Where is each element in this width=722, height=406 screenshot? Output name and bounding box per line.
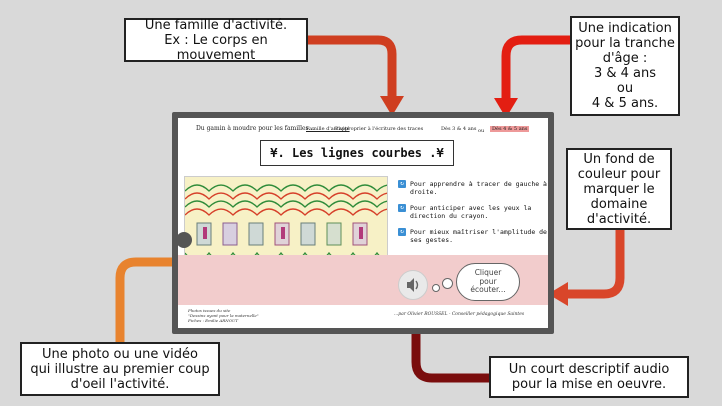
list-item: ↻ Pour anticiper avec les yeux la direct… (398, 204, 548, 220)
arrow-age-head (494, 98, 518, 118)
credit-line: Photos issues du site (188, 308, 231, 313)
refresh-icon: ↻ (398, 228, 406, 236)
thought-bubble-dot (442, 278, 453, 289)
callout-text: Ex : Le corps en mouvement (164, 32, 268, 63)
cloud-text: Cliquer (474, 268, 502, 277)
cloud-text: pour (479, 276, 497, 286)
callout-color: Un fond de couleur pour marquer le domai… (566, 148, 672, 230)
arrow-family-head (380, 96, 404, 116)
activity-title: ¥. Les lignes courbes .¥ (260, 140, 454, 166)
credit-line: "Dessins ayant pour la maternelle" (188, 313, 259, 318)
credit-line: Fiches : Emilie ARNOUT (188, 318, 239, 323)
callout-text: pour la mise en oeuvre. (511, 377, 667, 392)
arrow-family (308, 35, 397, 98)
callout-text: 3 & 4 ans (593, 66, 657, 81)
callout-text: couleur pour (577, 166, 661, 182)
callout-text: Une indication (578, 21, 672, 36)
list-item: ↻ Pour apprendre à tracer de gauche à dr… (398, 180, 548, 196)
cloud-text: écouter... (470, 285, 506, 294)
list-item: ↻ Pour mieux maîtriser l'amplitude de se… (398, 228, 548, 244)
refresh-icon: ↻ (398, 204, 406, 212)
refresh-icon: ↻ (398, 180, 406, 188)
arrow-age (501, 35, 572, 100)
age-4-5-label[interactable]: Dès 4 & 5 ans (490, 126, 530, 132)
callout-text: d'âge : (602, 51, 648, 66)
objective-text: Pour anticiper avec les yeux la directio… (410, 204, 532, 220)
photo-credits: Photos issues du site "Dessins ayant pou… (188, 308, 259, 323)
top-bar: Du gamin à moudre pour les familles... F… (178, 122, 548, 136)
objective-text: Pour apprendre à tracer de gauche à droi… (410, 180, 547, 196)
callout-age: Une indication pour la tranche d'âge : 3… (570, 16, 680, 116)
callout-text: domaine (590, 196, 648, 212)
callout-family: Une famille d'activité. Ex : Le corps en… (124, 17, 308, 63)
audio-play-button[interactable] (398, 270, 428, 300)
callout-text: 4 & 5 ans. (591, 96, 659, 111)
domain-label: S'approprier à l'écriture des traces (334, 126, 424, 132)
arrow-color (566, 230, 625, 299)
carousel-handle[interactable] (176, 232, 192, 248)
activity-card: Du gamin à moudre pour les familles... F… (178, 118, 548, 328)
age-3-4-label[interactable]: Dès 3 & 4 ans (441, 126, 477, 132)
thought-bubble-dot (432, 284, 440, 292)
callout-audio: Un court descriptif audio pour la mise e… (489, 356, 689, 398)
callout-text: qui illustre au premier coup (30, 361, 210, 377)
callout-text: Un court descriptif audio (508, 362, 670, 377)
callout-text: pour la tranche (575, 36, 675, 51)
author-credit: ...par Olivier ROUSSEL - Conseiller péda… (394, 312, 525, 317)
arrow-photo (115, 257, 176, 342)
arrow-color-head (548, 282, 568, 306)
arrow-audio (411, 318, 489, 383)
callout-text: marquer le (583, 181, 655, 197)
objectives-list: ↻ Pour apprendre à tracer de gauche à dr… (398, 180, 548, 252)
age-separator: ou (478, 128, 485, 134)
callout-text: d'activité. (586, 211, 652, 227)
callout-text: ou (616, 81, 634, 96)
callout-photo: Une photo ou une vidéo qui illustre au p… (20, 342, 220, 396)
callout-text: Un fond de (583, 151, 655, 167)
listen-cloud[interactable]: Cliquer pour écouter... (456, 263, 520, 301)
callout-text: Une famille d'activité. (144, 17, 288, 33)
site-title[interactable]: Du gamin à moudre pour les familles... (196, 125, 315, 132)
objective-text: Pour mieux maîtriser l'amplitude de ses … (410, 228, 547, 244)
family-link[interactable]: Famille d'activité (306, 126, 350, 132)
speaker-icon (407, 278, 419, 292)
callout-text: d'oeil l'activité. (70, 376, 170, 392)
callout-text: Une photo ou une vidéo (42, 346, 198, 362)
